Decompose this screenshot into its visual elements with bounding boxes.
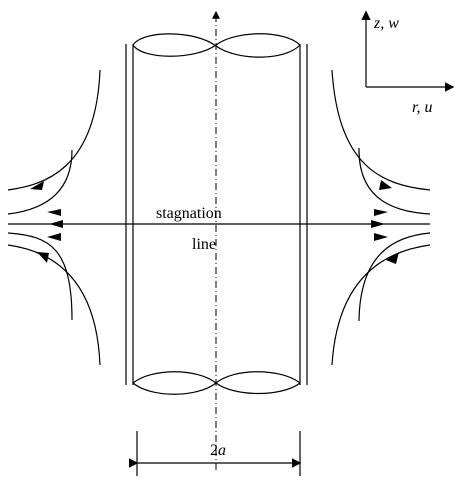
left-top-entry-arrow-icon xyxy=(47,209,61,216)
left-upper-middle-streamline xyxy=(7,149,73,215)
left-upper-streamline xyxy=(7,69,101,191)
right-lower-middle-streamline xyxy=(358,232,431,322)
r-u-axis-label: r, u xyxy=(412,99,432,116)
diameter-label-symbol: a xyxy=(218,442,226,459)
left-upper-flow-arrow-icon xyxy=(30,181,44,190)
right-lower-flow-arrow-icon xyxy=(386,252,399,264)
left-center-arrow-icon xyxy=(49,220,63,228)
stagnation-line-label-line-1: stagnation xyxy=(156,205,222,222)
diameter-label: 2a xyxy=(210,442,226,459)
coordinate-axes xyxy=(361,10,455,92)
left-lower-middle-streamline xyxy=(7,232,73,321)
right-top-entry-arrow-icon xyxy=(374,209,388,216)
diameter-label-number: 2 xyxy=(210,442,218,459)
right-bottom-entry-arrow-icon xyxy=(374,233,388,241)
diameter-dimension xyxy=(128,431,302,476)
flow-arrowheads xyxy=(30,180,399,264)
right-lower-streamline xyxy=(331,244,431,366)
right-center-arrow-icon xyxy=(371,220,385,228)
right-upper-flow-arrow-icon xyxy=(379,180,392,190)
stagnation-line-label-line-2: line xyxy=(192,236,216,253)
left-lower-flow-arrow-icon xyxy=(37,252,49,263)
streamlines xyxy=(7,69,431,366)
right-upper-streamline xyxy=(331,69,431,191)
left-bottom-entry-arrow-icon xyxy=(47,233,61,241)
z-w-axis-label: z, w xyxy=(373,15,399,32)
left-lower-streamline xyxy=(7,244,101,366)
right-upper-middle-streamline xyxy=(358,147,431,215)
